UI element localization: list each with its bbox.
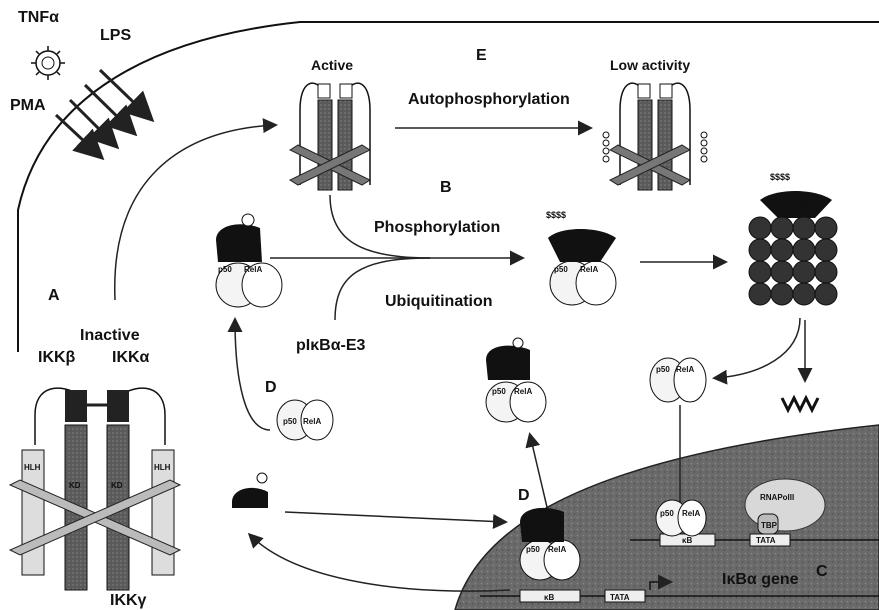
- ikka-label: IKKα: [112, 349, 150, 366]
- lps-label: LPS: [100, 27, 131, 44]
- svg-text:$$$$: $$$$: [770, 172, 790, 182]
- nuclear-export-arrow: [530, 435, 550, 520]
- step-e-label: E: [476, 47, 487, 64]
- tata-lower-label: TATA: [610, 593, 630, 602]
- exported-rela-label: RelA: [514, 387, 532, 396]
- ikkg-label: IKKγ: [110, 592, 147, 609]
- complex2-p50-label: p50: [554, 265, 568, 274]
- tnf-label: TNFα: [18, 9, 59, 26]
- active-label: Active: [311, 57, 353, 73]
- step-a-label: A: [48, 287, 60, 304]
- active-rela-label: RelA: [682, 509, 700, 518]
- kd-label-2: KD: [111, 481, 123, 490]
- ikk-complex-low-activity: [603, 83, 707, 190]
- hlh-label-1: HLH: [24, 463, 41, 472]
- proteasome-ikba-label: IκBα: [795, 201, 812, 210]
- step-b-label: B: [440, 179, 452, 196]
- tnf-virus-icon: [31, 46, 65, 80]
- pma-label: PMA: [10, 97, 46, 114]
- ikba-gene-label: IκBα gene: [722, 571, 799, 588]
- low-activity-label: Low activity: [610, 57, 690, 73]
- ubiquitination-label: Ubiquitination: [385, 293, 493, 310]
- exported-p50-label: p50: [492, 387, 506, 396]
- complex1-p50-label: p50: [218, 265, 232, 274]
- ikba-nfkb-complex-1: [216, 214, 282, 307]
- nuclear-p50-label: p50: [526, 545, 540, 554]
- kb-site-lower-label: κB: [544, 593, 554, 602]
- complex2-rela-label: RelA: [580, 265, 598, 274]
- hlh-label-2: HLH: [154, 463, 171, 472]
- tbp-label: TBP: [761, 521, 778, 530]
- kd-label-1: KD: [69, 481, 81, 490]
- free-right-p50-label: p50: [656, 365, 670, 374]
- tata-upper-label: TATA: [756, 536, 776, 545]
- step-d2-label: D: [518, 487, 530, 504]
- exported-ikba-label: IκBα: [496, 364, 513, 373]
- complex1-rela-label: RelA: [244, 265, 262, 274]
- free-left-rela-label: RelA: [303, 417, 321, 426]
- rnapol-label: RNAPolII: [760, 493, 794, 502]
- step-d1-label: D: [265, 379, 277, 396]
- phospho-ikba-complex: $$$$: [546, 210, 616, 305]
- free-ikba-label: IκBα: [238, 494, 255, 503]
- phosphorylation-label: Phosphorylation: [374, 219, 500, 236]
- ikba-to-complex-arrow: [235, 320, 270, 430]
- exported-ikba-nfkb-complex: [486, 338, 546, 422]
- e3-to-ubiquitination-line: [335, 258, 430, 320]
- ikkb-label: IKKβ: [38, 349, 76, 366]
- nuclear-active-nfkb: [656, 500, 706, 536]
- proteasome: $$$$: [749, 172, 837, 305]
- autophosphorylation-label: Autophosphorylation: [408, 91, 570, 108]
- ikba-to-nucleus-arrow: [285, 512, 505, 522]
- active-p50-label: p50: [660, 509, 674, 518]
- free-right-rela-label: RelA: [676, 365, 694, 374]
- degraded-peptides-icon: [782, 398, 818, 410]
- release-nfkb-arrow: [715, 318, 800, 378]
- complex1-ikba-label: IκBα: [228, 245, 245, 254]
- nuclear-rela-label: RelA: [548, 545, 566, 554]
- step-c-label: C: [816, 563, 828, 580]
- inactive-label: Inactive: [80, 327, 140, 344]
- e3-label: pIκBα-E3: [296, 337, 366, 354]
- free-left-p50-label: p50: [283, 417, 297, 426]
- complex2-ikba-label: IκBα: [568, 245, 585, 254]
- ikk-complex-active: [290, 83, 370, 190]
- nuclear-ikba-label: IκBα: [530, 526, 547, 535]
- kb-site-upper-label: κB: [682, 536, 692, 545]
- ikk-complex-inactive: [10, 388, 180, 590]
- svg-text:$$$$: $$$$: [546, 210, 566, 220]
